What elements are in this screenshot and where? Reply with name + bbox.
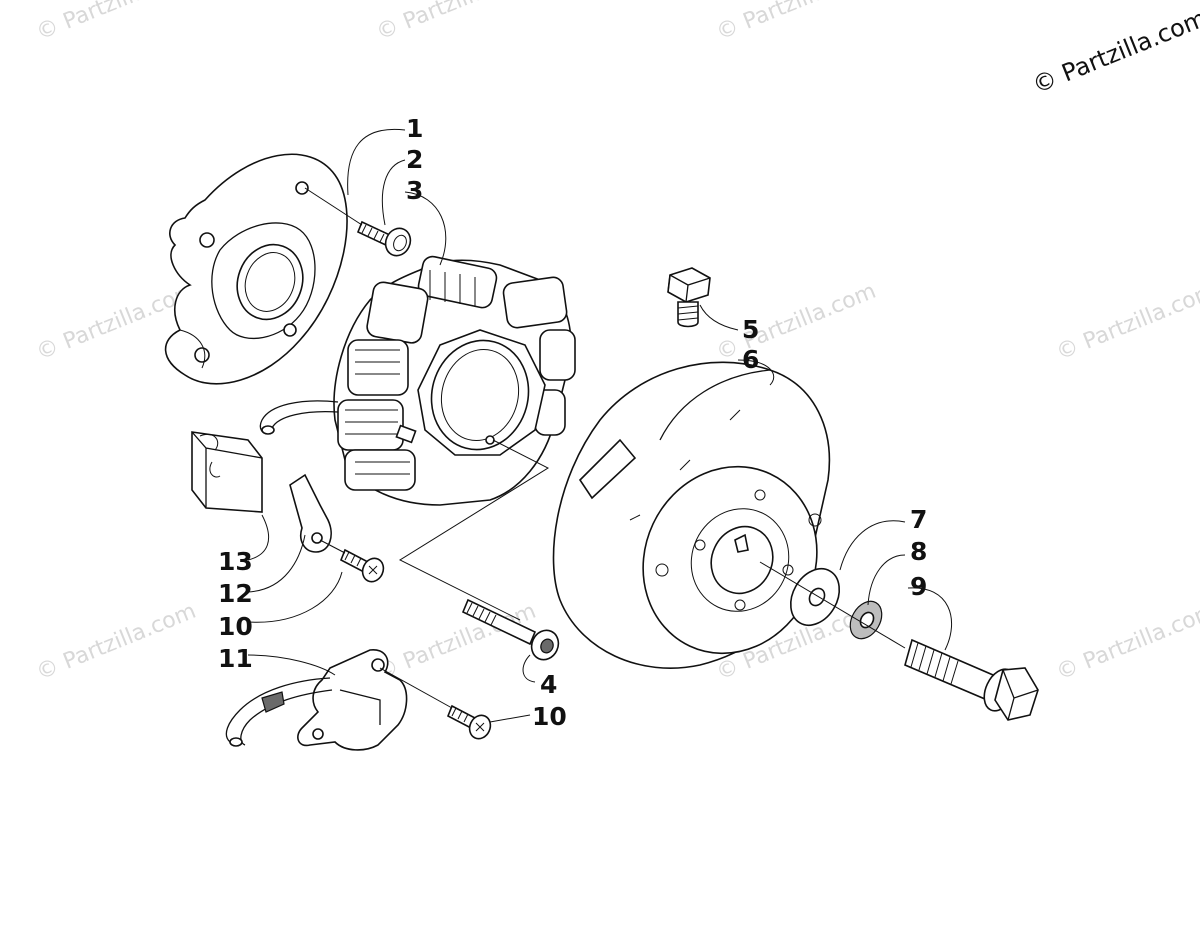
- callout-10-upper: 10: [218, 612, 253, 641]
- watermark-tile: © Partzilla.com: [713, 0, 880, 46]
- callouts: 1 2 3 4 5 6 7 8 9 10 10 11 12 13: [218, 114, 927, 731]
- stator-coil: [259, 255, 576, 506]
- callout-10-lower: 10: [532, 702, 567, 731]
- stator-plate: [164, 153, 348, 385]
- flywheel: [552, 361, 831, 669]
- leader-lines: [247, 128, 953, 723]
- watermark-tile: © Partzilla.com: [33, 599, 200, 686]
- pickup-screw: [319, 539, 385, 583]
- grommet: [191, 431, 263, 513]
- pulser-coil: [225, 649, 408, 751]
- flat-washer: [789, 567, 841, 627]
- flange-bolt: [667, 267, 711, 328]
- callout-11: 11: [218, 644, 253, 673]
- callout-4: 4: [540, 670, 557, 699]
- watermark-tile: © Partzilla.com: [713, 279, 880, 366]
- lock-washer: [849, 600, 883, 640]
- watermark-tile: © Partzilla.com: [373, 0, 540, 46]
- callout-8: 8: [910, 537, 927, 566]
- wire-clamp: [289, 473, 332, 553]
- callout-12: 12: [218, 579, 253, 608]
- plate-screw: [304, 187, 412, 257]
- watermark-tile: © Partzilla.com: [1053, 599, 1200, 686]
- callout-9: 9: [910, 572, 927, 601]
- watermark-tile: © Partzilla.com: [373, 599, 540, 686]
- callout-6: 6: [742, 345, 759, 374]
- flywheel-bolt: [759, 561, 1039, 721]
- pickup-screw: [379, 667, 492, 740]
- watermark-tile: © Partzilla.com: [33, 0, 200, 46]
- callout-5: 5: [742, 315, 759, 344]
- stator-cap-screw: [398, 439, 560, 661]
- callout-7: 7: [910, 505, 927, 534]
- callout-1: 1: [406, 114, 423, 143]
- watermark-tile: © Partzilla.com: [1053, 279, 1200, 366]
- callout-13: 13: [218, 547, 253, 576]
- callout-2: 2: [406, 145, 423, 174]
- callout-3: 3: [406, 176, 423, 205]
